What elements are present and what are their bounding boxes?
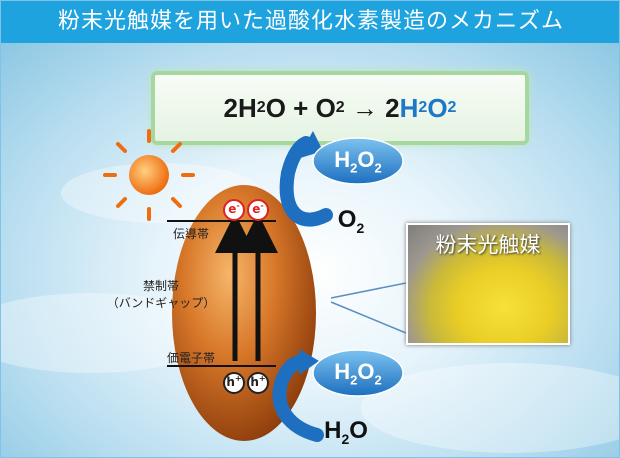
oxidation-arrow-head: [299, 349, 319, 375]
eq-element: O: [315, 92, 336, 123]
zoom-line: [330, 282, 407, 299]
electron-icon: [223, 199, 245, 221]
eq-element: O: [265, 92, 286, 123]
eq-element: H: [238, 92, 257, 123]
photo-label: 粉末光触媒: [435, 233, 541, 257]
water-highlight: [361, 363, 619, 453]
reduction-arrow: [279, 136, 333, 227]
eq-subscript: 2: [335, 99, 345, 116]
eq-element: O: [427, 92, 448, 123]
eq-plus: +: [285, 92, 316, 123]
band-gap-label-line2: （バンドギャップ）: [106, 296, 216, 310]
o2-text: O2: [337, 206, 365, 236]
eq-subscript: 2: [418, 99, 428, 116]
mechanism-graphic: [103, 129, 407, 442]
hole-label: h+: [250, 374, 266, 389]
title-bar: 粉末光触媒を用いた過酸化水素製造のメカニズム: [1, 1, 619, 43]
band-gap-label-line1: 禁制帯: [142, 279, 179, 293]
h2o-text: H2O: [324, 417, 368, 447]
electron-icon: [247, 199, 269, 221]
zoom-line: [330, 301, 407, 334]
conduction-band-label: 伝導帯: [172, 227, 209, 241]
eq-subscript: 2: [447, 99, 457, 116]
eq-subscript: 2: [256, 99, 266, 116]
eq-element: H: [399, 92, 419, 123]
hole-label: h+: [226, 374, 242, 389]
powder-photocatalyst-photo: 粉末光触媒: [406, 223, 570, 345]
h2o2-lower-text: H2O2: [334, 359, 382, 388]
h2o2-upper-text: H2O2: [334, 147, 382, 176]
hole-icon: [223, 372, 245, 394]
h2o2-upper-oval: [312, 137, 404, 185]
valence-band-label: 価電子帯: [166, 351, 215, 365]
electron-label: e-: [252, 201, 264, 216]
oxidation-arrow: [272, 354, 324, 442]
eq-arrow: →: [344, 92, 386, 123]
electron-label: e-: [228, 201, 240, 216]
photocatalyst-particle: [172, 185, 316, 441]
eq-coefficient: 2: [223, 92, 238, 123]
eq-coefficient: 2: [385, 92, 400, 123]
hole-icon: [247, 372, 269, 394]
h2o2-lower-oval: [312, 349, 404, 397]
sun-icon: [103, 129, 195, 221]
